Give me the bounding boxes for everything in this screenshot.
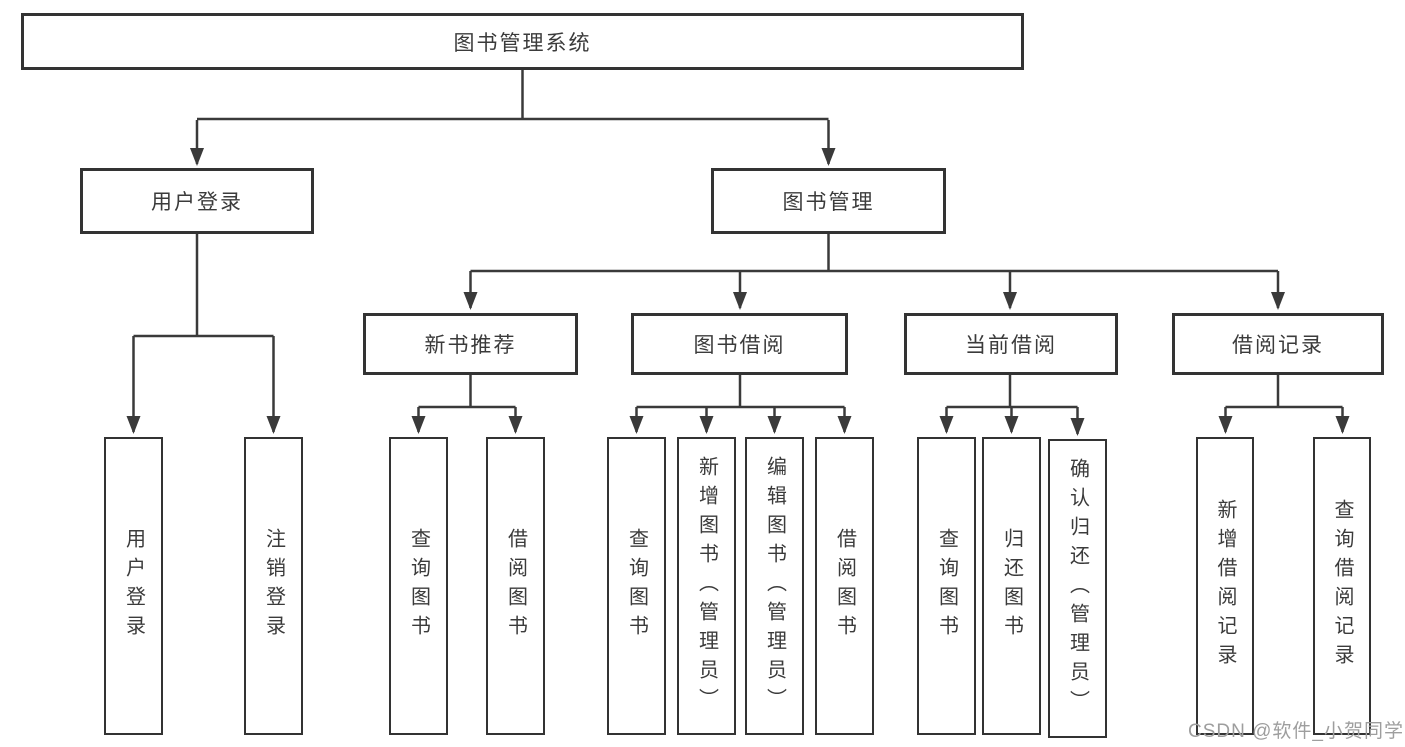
leaf-borrow-books-2-label: 借阅图书 bbox=[833, 528, 856, 644]
node-user-login: 用户登录 bbox=[80, 168, 314, 234]
leaf-return-book-label: 归还图书 bbox=[1000, 528, 1023, 644]
node-current-borrow-label: 当前借阅 bbox=[965, 334, 1057, 357]
leaf-borrow-books-1: 借阅图书 bbox=[486, 437, 545, 735]
leaf-logout-label: 注销登录 bbox=[262, 528, 285, 644]
csdn-watermark: CSDN @软件_小贺同学 bbox=[1188, 721, 1404, 742]
leaf-query-borrow-record-label: 查询借阅记录 bbox=[1331, 499, 1353, 673]
leaf-borrow-books-2: 借阅图书 bbox=[815, 437, 874, 735]
leaf-add-borrow-record: 新增借阅记录 bbox=[1196, 437, 1254, 735]
node-root: 图书管理系统 bbox=[21, 13, 1024, 70]
leaf-query-books-1: 查询图书 bbox=[389, 437, 448, 735]
leaf-confirm-return: 确认归还（管理员） bbox=[1048, 439, 1107, 738]
leaf-edit-book: 编辑图书（管理员） bbox=[745, 437, 804, 735]
node-book-management: 图书管理 bbox=[711, 168, 946, 234]
node-new-book-recommend: 新书推荐 bbox=[363, 313, 578, 375]
leaf-query-books-3: 查询图书 bbox=[917, 437, 976, 735]
leaf-query-books-3-label: 查询图书 bbox=[935, 528, 958, 644]
leaf-user-login: 用户登录 bbox=[104, 437, 163, 735]
leaf-return-book: 归还图书 bbox=[982, 437, 1041, 735]
leaf-add-book-label: 新增图书（管理员） bbox=[695, 455, 718, 717]
node-new-book-recommend-label: 新书推荐 bbox=[424, 334, 517, 357]
leaf-user-login-label: 用户登录 bbox=[122, 528, 145, 644]
node-book-borrow-label: 图书借阅 bbox=[693, 334, 786, 357]
node-book-management-label: 图书管理 bbox=[782, 191, 875, 214]
leaf-query-borrow-record: 查询借阅记录 bbox=[1313, 437, 1371, 735]
node-borrow-records: 借阅记录 bbox=[1172, 313, 1384, 375]
leaf-borrow-books-1-label: 借阅图书 bbox=[504, 528, 527, 644]
node-current-borrow: 当前借阅 bbox=[904, 313, 1118, 375]
leaf-add-book: 新增图书（管理员） bbox=[677, 437, 736, 735]
node-book-borrow: 图书借阅 bbox=[631, 313, 848, 375]
leaf-query-books-1-label: 查询图书 bbox=[407, 528, 430, 644]
leaf-edit-book-label: 编辑图书（管理员） bbox=[763, 455, 786, 717]
leaf-logout: 注销登录 bbox=[244, 437, 303, 735]
node-borrow-records-label: 借阅记录 bbox=[1232, 334, 1324, 357]
leaf-query-books-2: 查询图书 bbox=[607, 437, 666, 735]
node-user-login-label: 用户登录 bbox=[151, 191, 243, 214]
leaf-query-books-2-label: 查询图书 bbox=[625, 528, 648, 644]
node-root-label: 图书管理系统 bbox=[453, 31, 592, 55]
leaf-add-borrow-record-label: 新增借阅记录 bbox=[1214, 499, 1236, 673]
leaf-confirm-return-label: 确认归还（管理员） bbox=[1066, 458, 1089, 719]
